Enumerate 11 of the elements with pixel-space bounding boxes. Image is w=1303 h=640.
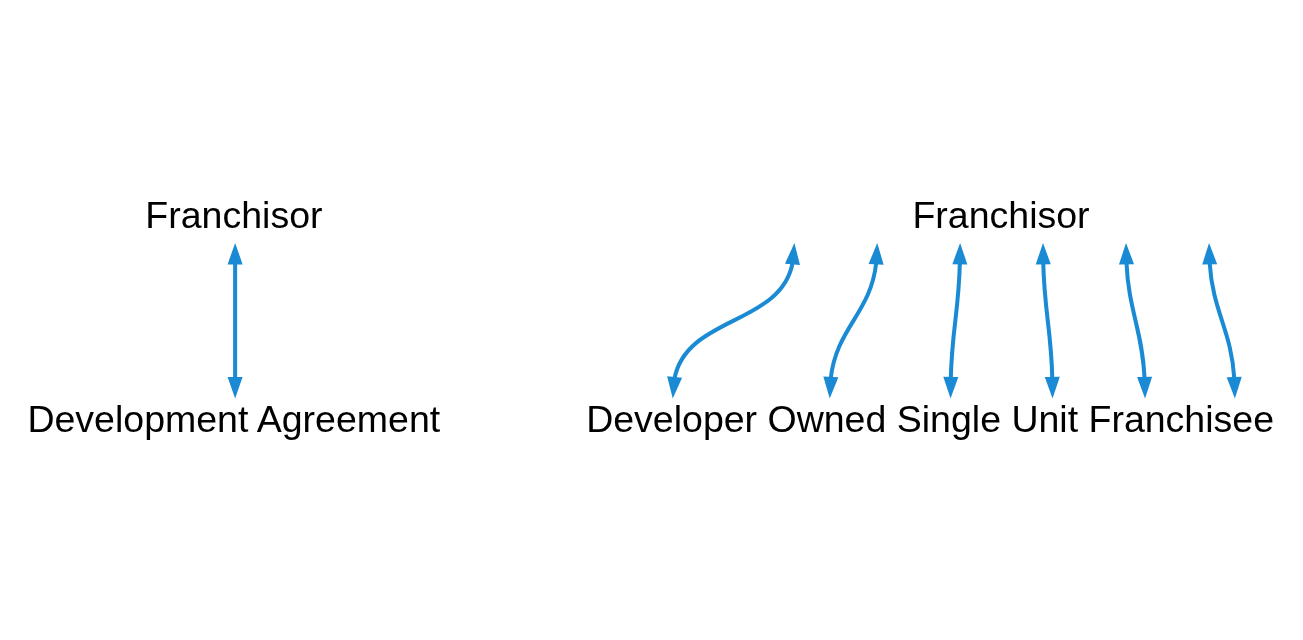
node-text: Franchisor — [912, 194, 1090, 237]
arrow — [667, 242, 800, 399]
arrow — [227, 242, 243, 399]
node-text: Franchisor — [145, 194, 323, 237]
arrow — [943, 242, 968, 399]
arrow — [1202, 242, 1242, 399]
arrow — [1035, 242, 1060, 399]
arrow — [823, 242, 884, 399]
node-text: Developer Owned Single Unit Franchisee — [586, 397, 1275, 440]
arrow — [1119, 242, 1153, 399]
node-text: Development Agreement — [27, 397, 441, 440]
